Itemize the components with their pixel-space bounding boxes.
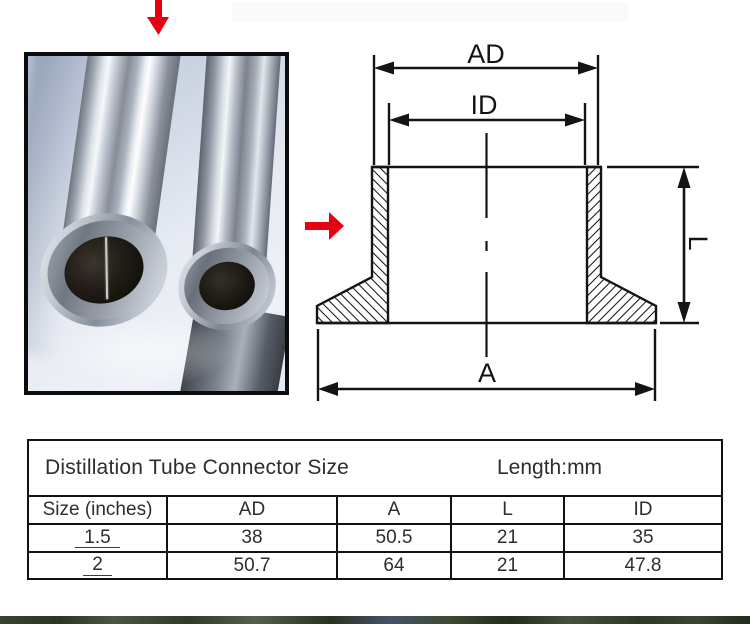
- dimension-ad: AD: [372, 40, 600, 165]
- size-value: 1.5: [75, 527, 120, 549]
- table-title: Distillation Tube Connector Size: [45, 456, 350, 479]
- label-ad: AD: [467, 40, 505, 69]
- table-cell: 21: [452, 525, 563, 551]
- label-l: L: [683, 235, 713, 250]
- label-id: ID: [471, 90, 498, 120]
- column-header-id: ID: [565, 497, 721, 523]
- dimension-id: ID: [387, 90, 587, 165]
- table-cell: 50.5: [338, 525, 450, 551]
- product-photo: [24, 52, 289, 395]
- table-cell: 64: [338, 553, 450, 578]
- size-value: 2: [83, 555, 112, 576]
- label-a: A: [478, 358, 496, 388]
- left-tube-bore: [56, 227, 152, 313]
- dimension-diagram: AD ID L A: [315, 40, 713, 401]
- right-arrow-icon: [305, 212, 344, 240]
- column-header-l: L: [452, 497, 563, 523]
- table-cell: 47.8: [565, 553, 721, 578]
- down-arrow-icon: [147, 0, 169, 35]
- left-tube-wire: [104, 237, 108, 300]
- column-header-a: A: [338, 497, 450, 523]
- table-unit-note: Length:mm: [497, 456, 603, 479]
- right-tube-bore: [194, 256, 260, 316]
- next-image-edge-strip: [0, 616, 750, 624]
- column-header-ad: AD: [168, 497, 336, 523]
- table-cell-size: 1.5: [29, 525, 166, 551]
- table-cell: 35: [565, 525, 721, 551]
- dimension-l: L: [607, 165, 713, 325]
- table-title-row: Distillation Tube Connector Size Length:…: [29, 441, 721, 497]
- table-grid: Size (inches) AD A L ID 1.5 38 50.5 21 3…: [29, 497, 721, 578]
- spec-table: Distillation Tube Connector Size Length:…: [27, 439, 723, 580]
- table-cell-size: 2: [29, 553, 166, 578]
- table-cell: 50.7: [168, 553, 336, 578]
- dimension-a: A: [316, 329, 657, 401]
- table-cell: 38: [168, 525, 336, 551]
- column-header-size: Size (inches): [29, 497, 166, 523]
- table-cell: 21: [452, 553, 563, 578]
- faint-top-band: [232, 2, 628, 22]
